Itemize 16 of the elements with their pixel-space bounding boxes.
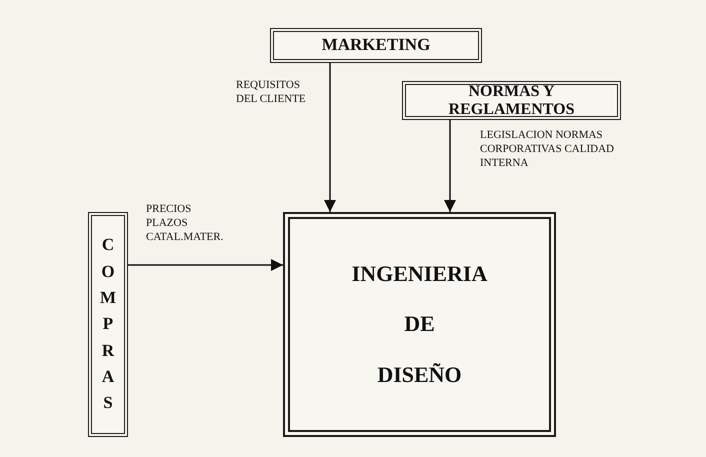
edge-label: PRECIOS PLAZOS CATAL.MATER. [146, 203, 224, 244]
node-label: MARKETING [322, 36, 430, 55]
edge-label: REQUISITOS DEL CLIENTE [236, 79, 307, 106]
input-box [402, 81, 621, 120]
node-label: INGENIERIA [352, 262, 488, 286]
input-box [88, 212, 128, 437]
input-box [270, 28, 482, 63]
edge-label: LEGISLACION NORMAS CORPORATIVAS CALIDAD INTERNA [480, 129, 615, 170]
arrow [324, 63, 336, 212]
node-label: COMPRAS [100, 234, 116, 414]
node-label: NORMAS Y REGLAMENTOS [448, 82, 576, 118]
node-label: DISEÑO [377, 362, 462, 387]
process-box [283, 212, 556, 437]
arrow [444, 120, 456, 212]
arrow [128, 259, 283, 271]
node-label: DE [404, 312, 435, 337]
